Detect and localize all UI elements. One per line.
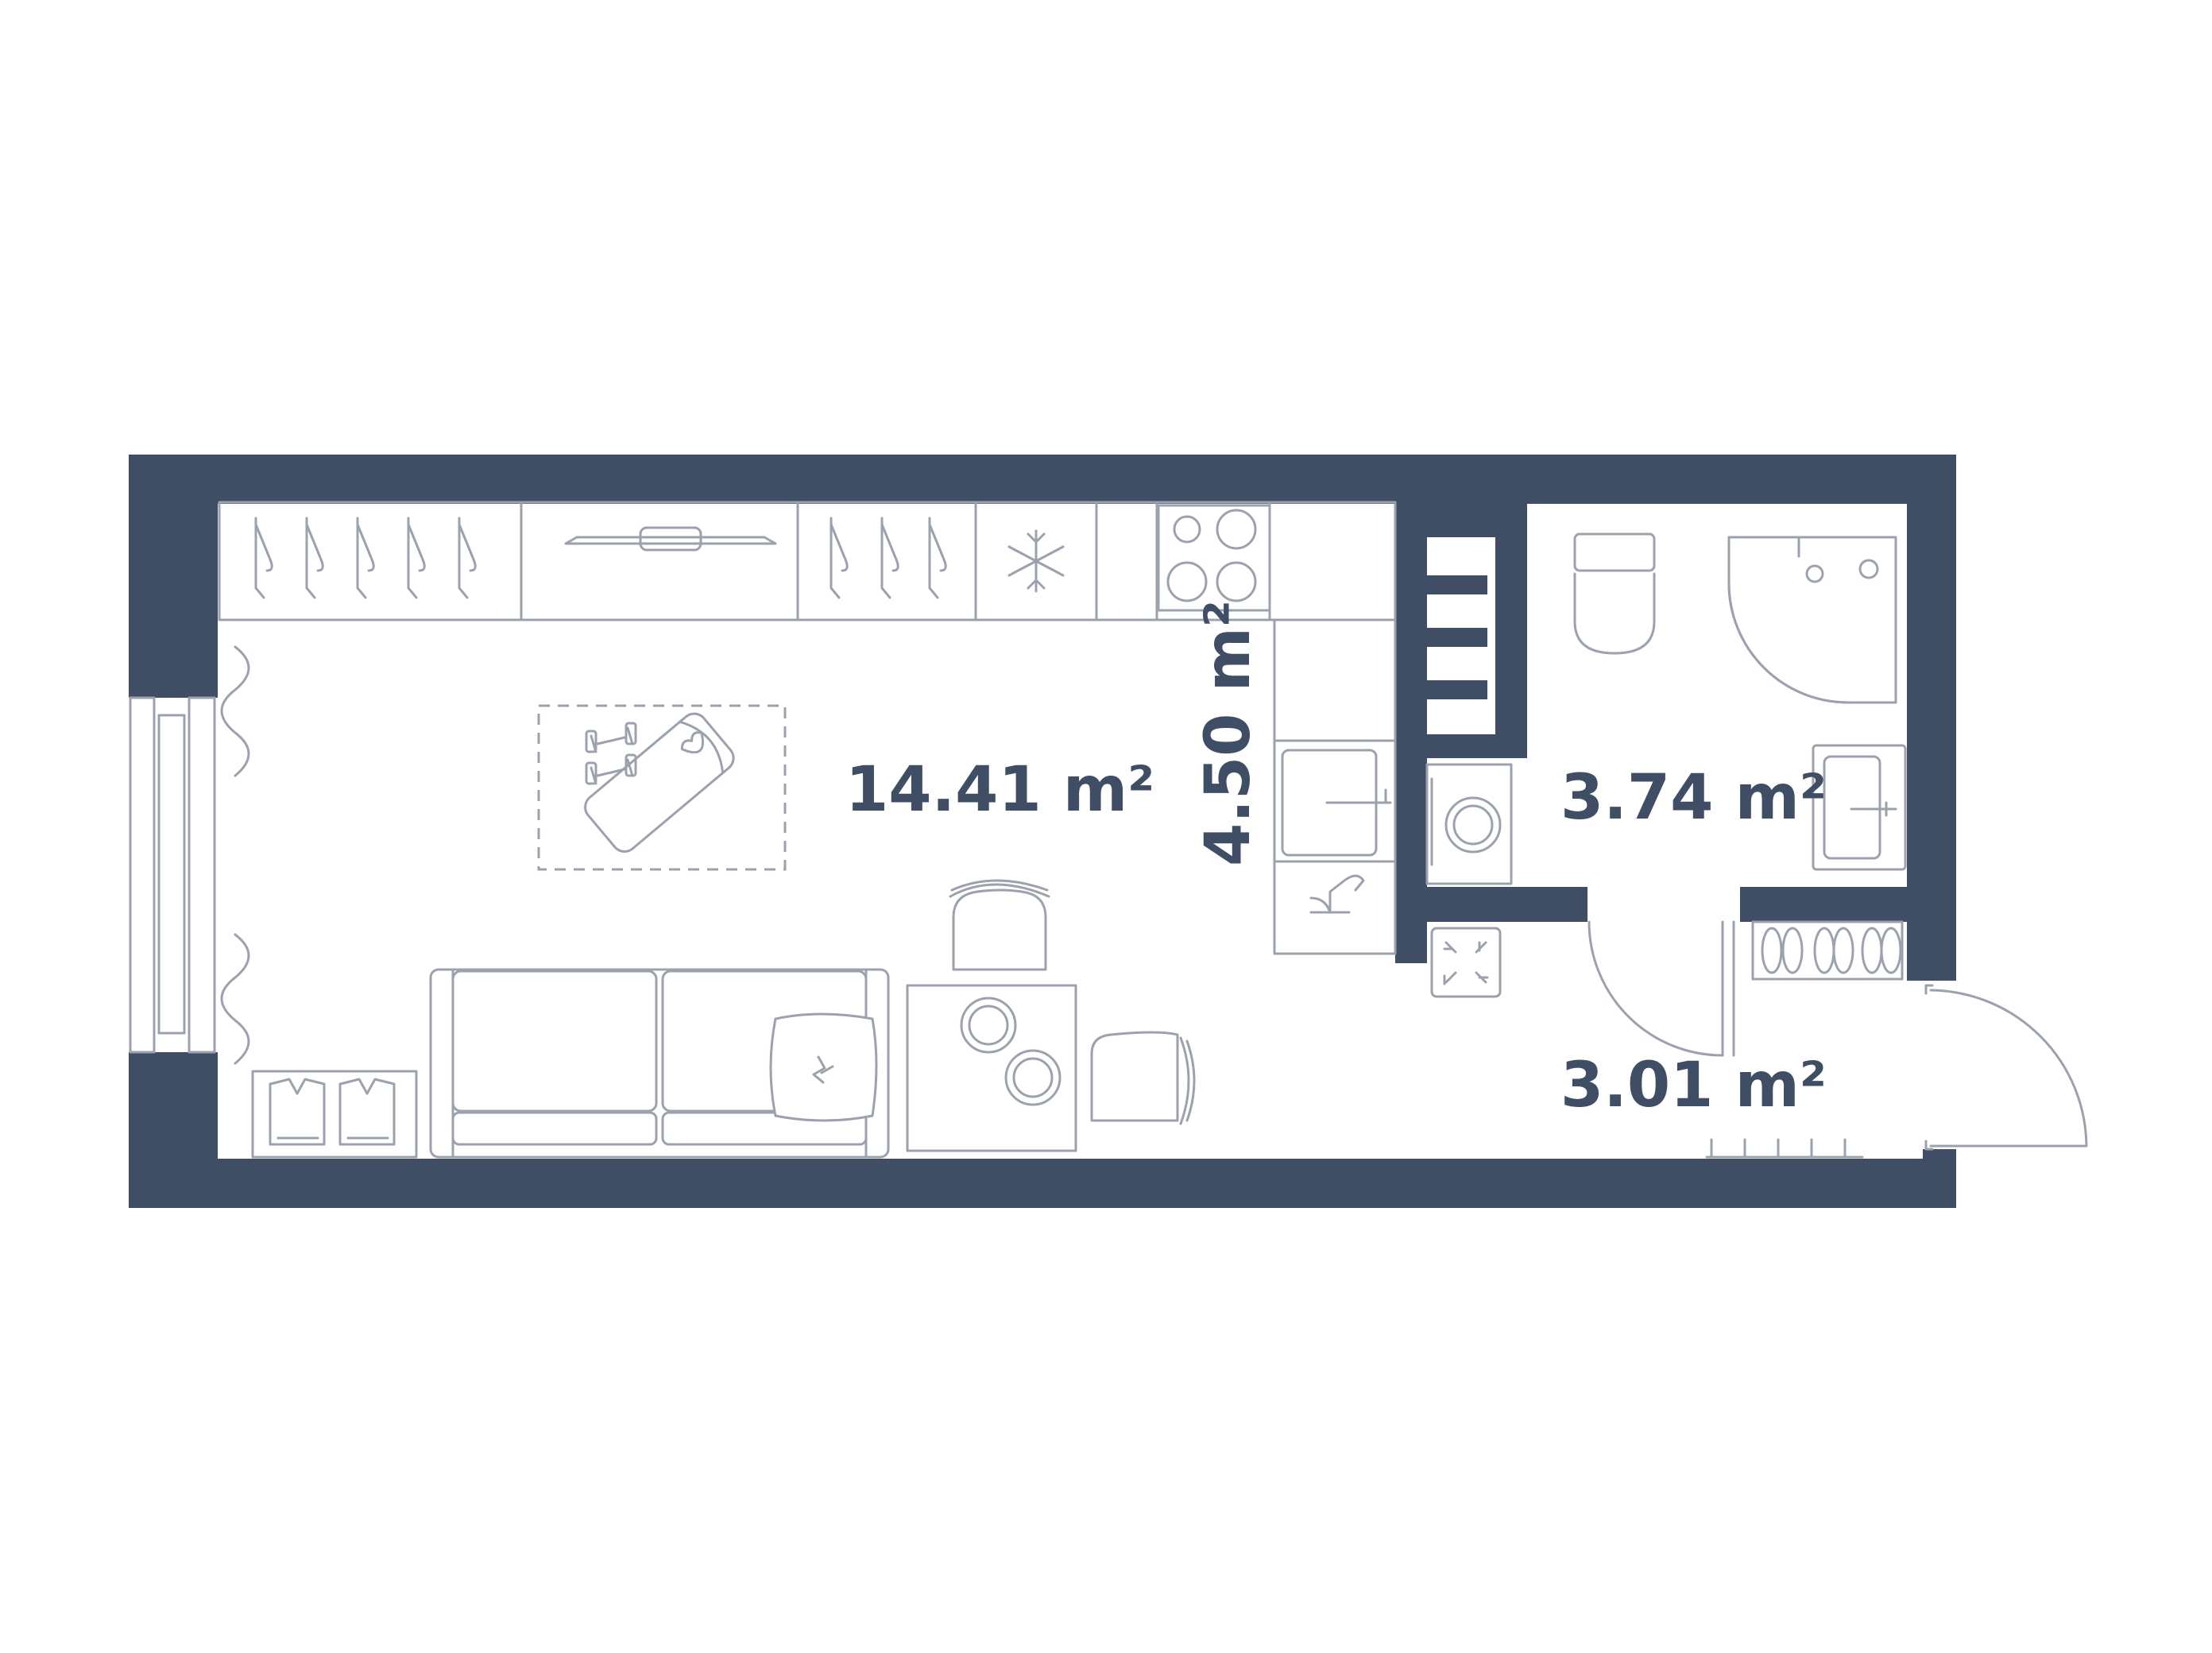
washing-machine-icon — [1425, 763, 1513, 885]
kitchen-counter — [1155, 501, 1397, 955]
wall-bath-inner — [1427, 745, 1527, 758]
refrigerator-snowflake-icon — [1007, 529, 1065, 593]
shoe-rack-icon — [1751, 920, 1904, 981]
hallway-area: 3.01 m² — [1560, 1050, 1827, 1121]
bathroom-area: 3.74 m² — [1560, 762, 1827, 834]
wall-hall-bath-right — [1740, 887, 1907, 922]
yoga-area — [537, 704, 787, 871]
wardrobe-unit — [218, 501, 1158, 621]
wall-bottom — [129, 1159, 1956, 1208]
wardrobe-hanger-icon — [254, 517, 947, 599]
living-room-area: 14.41 m² — [845, 754, 1154, 826]
entrance-door-icon[interactable] — [1924, 984, 2088, 1151]
kitchen-area: 4.50 m² — [1193, 600, 1264, 866]
curtain-icon — [220, 645, 250, 777]
wall-left-upper — [129, 455, 218, 703]
wall-top — [129, 455, 1956, 504]
wall-right-stub — [1923, 1149, 1956, 1208]
curtain-icon — [220, 933, 250, 1065]
faucet-icon — [1309, 874, 1365, 914]
wall-right-upper — [1907, 455, 1956, 981]
wall-hall-bath-left — [1427, 887, 1587, 922]
cooktop-icon — [1157, 504, 1271, 612]
vent-shaft — [1427, 537, 1495, 734]
window-icon — [129, 696, 218, 1054]
wall-tv-icon — [564, 526, 777, 552]
dumbbell-icon — [585, 722, 637, 785]
chair-icon — [1090, 1031, 1196, 1125]
kitchen-sink-icon — [1281, 749, 1392, 857]
radiator-icon — [1430, 927, 1502, 998]
sofa-icon — [429, 968, 890, 1159]
toilet-icon — [1573, 532, 1656, 655]
bathroom-sink-icon — [1812, 744, 1907, 871]
bathroom-door[interactable] — [1587, 920, 1735, 1057]
shower-icon — [1727, 536, 1897, 704]
chair-icon — [949, 879, 1050, 971]
wall-partition-kitchen — [1395, 455, 1427, 963]
yoga-mat-icon — [584, 712, 735, 853]
wall-left-lower — [129, 1051, 218, 1208]
folded-shirt-icon — [251, 1070, 418, 1159]
cushion-icon — [769, 1012, 878, 1122]
dining-table-icon — [906, 984, 1077, 1152]
hall-bench — [1705, 1138, 1864, 1159]
